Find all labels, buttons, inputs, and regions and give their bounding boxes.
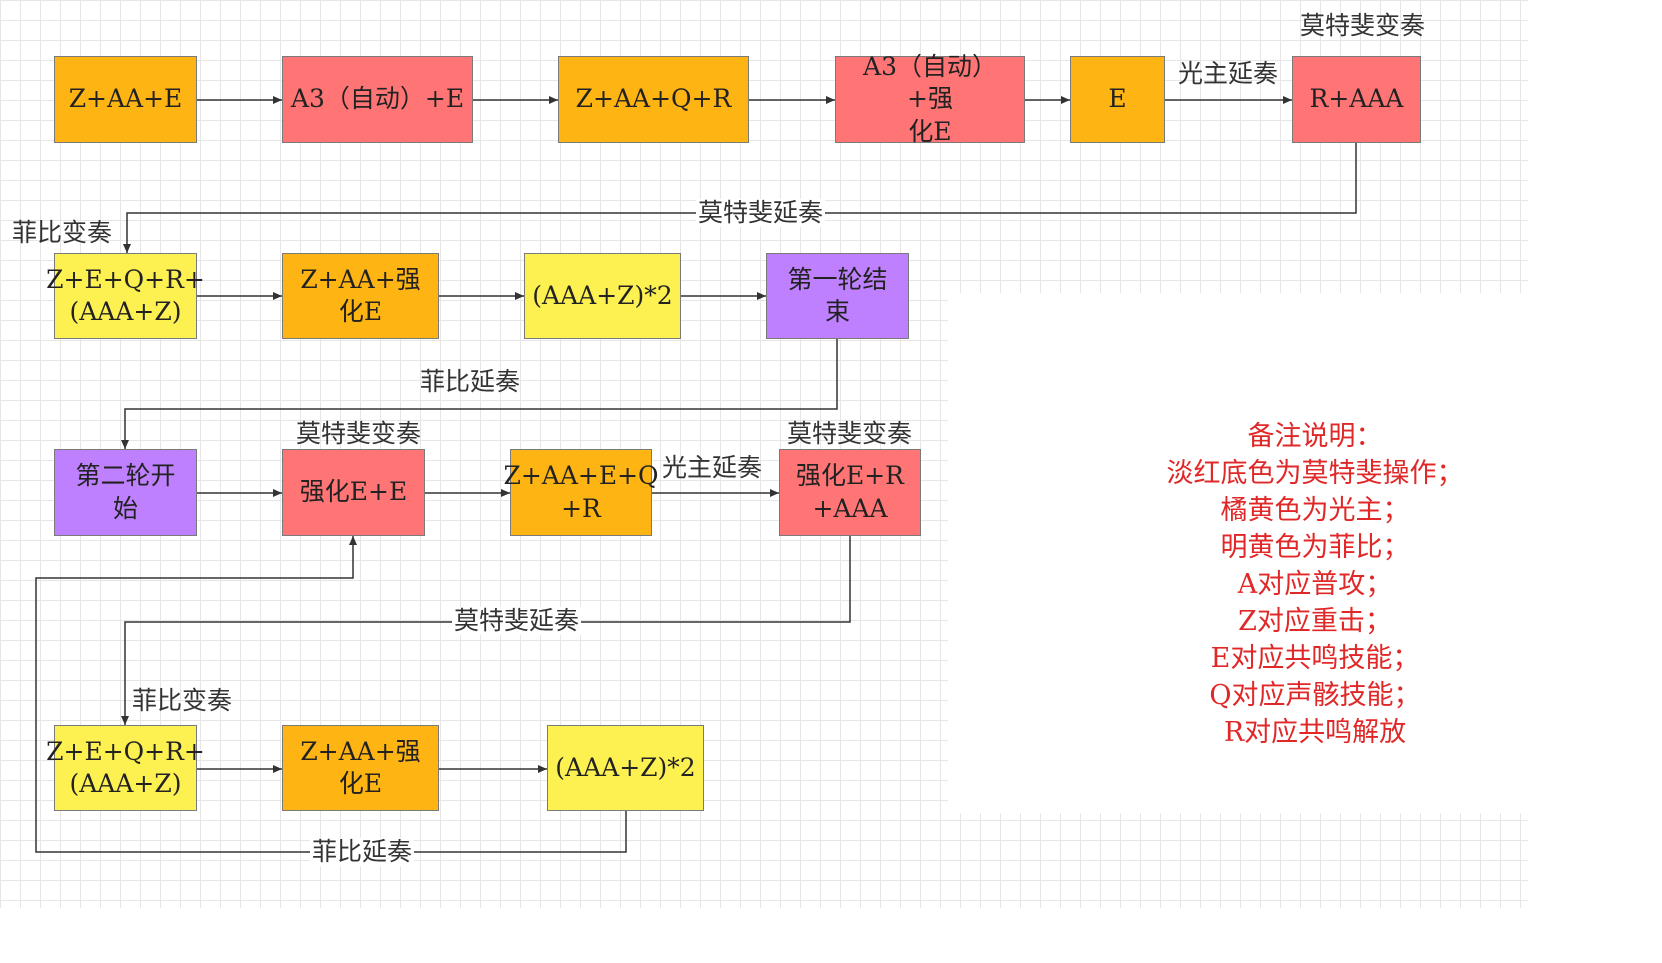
node-r3-1: 第二轮开 始 [54, 449, 197, 536]
legend-line: 明黄色为菲比； [1220, 532, 1410, 563]
node-r3-3: Z+AA+E+Q +R [503, 449, 659, 536]
label-r3-motefei-variation-b: 莫特斐变奏 [787, 419, 913, 448]
node-r1-5: E [1070, 56, 1165, 143]
node-r1-4: A3（自动）+强 化E [835, 52, 1025, 146]
label-r1-motefei-outro: 莫特斐延奏 [696, 198, 826, 227]
legend-line: R对应共鸣解放 [1223, 717, 1407, 748]
node-r4-3: (AAA+Z)*2 [547, 725, 704, 811]
node-r2-3: (AAA+Z)*2 [524, 253, 681, 339]
legend-title: 备注说明： [1247, 421, 1383, 452]
node-r4-1: Z+E+Q+R+ (AAA+Z) [46, 725, 205, 811]
node-r3-4: 强化E+R +AAA [779, 449, 921, 536]
node-r1-1: Z+AA+E [54, 56, 197, 143]
label-r1-motefei-variation: 莫特斐变奏 [1300, 11, 1426, 40]
label-r3-motefei-outro: 莫特斐延奏 [452, 606, 582, 635]
node-r4-2: Z+AA+强化E [282, 725, 439, 811]
node-r3-2: 强化E+E [282, 449, 425, 536]
edge-loop-back [35, 536, 627, 853]
legend-panel [948, 293, 1548, 813]
edge-r2-to-r3 [121, 339, 838, 449]
label-r2-feibi-variation: 菲比变奏 [12, 218, 113, 247]
node-r1-6: R+AAA [1292, 56, 1421, 143]
legend-line: 淡红底色为莫特斐操作； [1166, 458, 1464, 489]
right-margin [1528, 0, 1662, 963]
legend-line: Z对应重击； [1238, 606, 1392, 637]
node-r1-2: A3（自动）+E [282, 56, 473, 143]
node-r2-1: Z+E+Q+R+ (AAA+Z) [46, 253, 205, 339]
label-r4-feibi-outro: 菲比延奏 [310, 837, 415, 866]
bottom-margin [0, 908, 1662, 963]
label-r4-feibi-variation: 菲比变奏 [132, 686, 233, 715]
label-r3-guangzhu-outro: 光主延奏 [662, 453, 763, 482]
node-r1-3: Z+AA+Q+R [558, 56, 749, 143]
node-r2-4: 第一轮结 束 [766, 253, 909, 339]
label-r3-motefei-variation-a: 莫特斐变奏 [296, 419, 422, 448]
legend-line: E对应共鸣技能； [1210, 643, 1420, 674]
legend-line: 橘黄色为光主； [1220, 495, 1410, 526]
legend-line: Q对应声骸技能； [1209, 680, 1421, 711]
legend: 备注说明： 淡红底色为莫特斐操作； 橘黄色为光主； 明黄色为菲比； A对应普攻；… [1125, 418, 1505, 751]
node-r2-2: Z+AA+强化E [282, 253, 439, 339]
label-r2-feibi-outro: 菲比延奏 [420, 367, 521, 396]
legend-line: A对应普攻； [1237, 569, 1393, 600]
label-r1-guangzhu-outro: 光主延奏 [1178, 59, 1279, 88]
